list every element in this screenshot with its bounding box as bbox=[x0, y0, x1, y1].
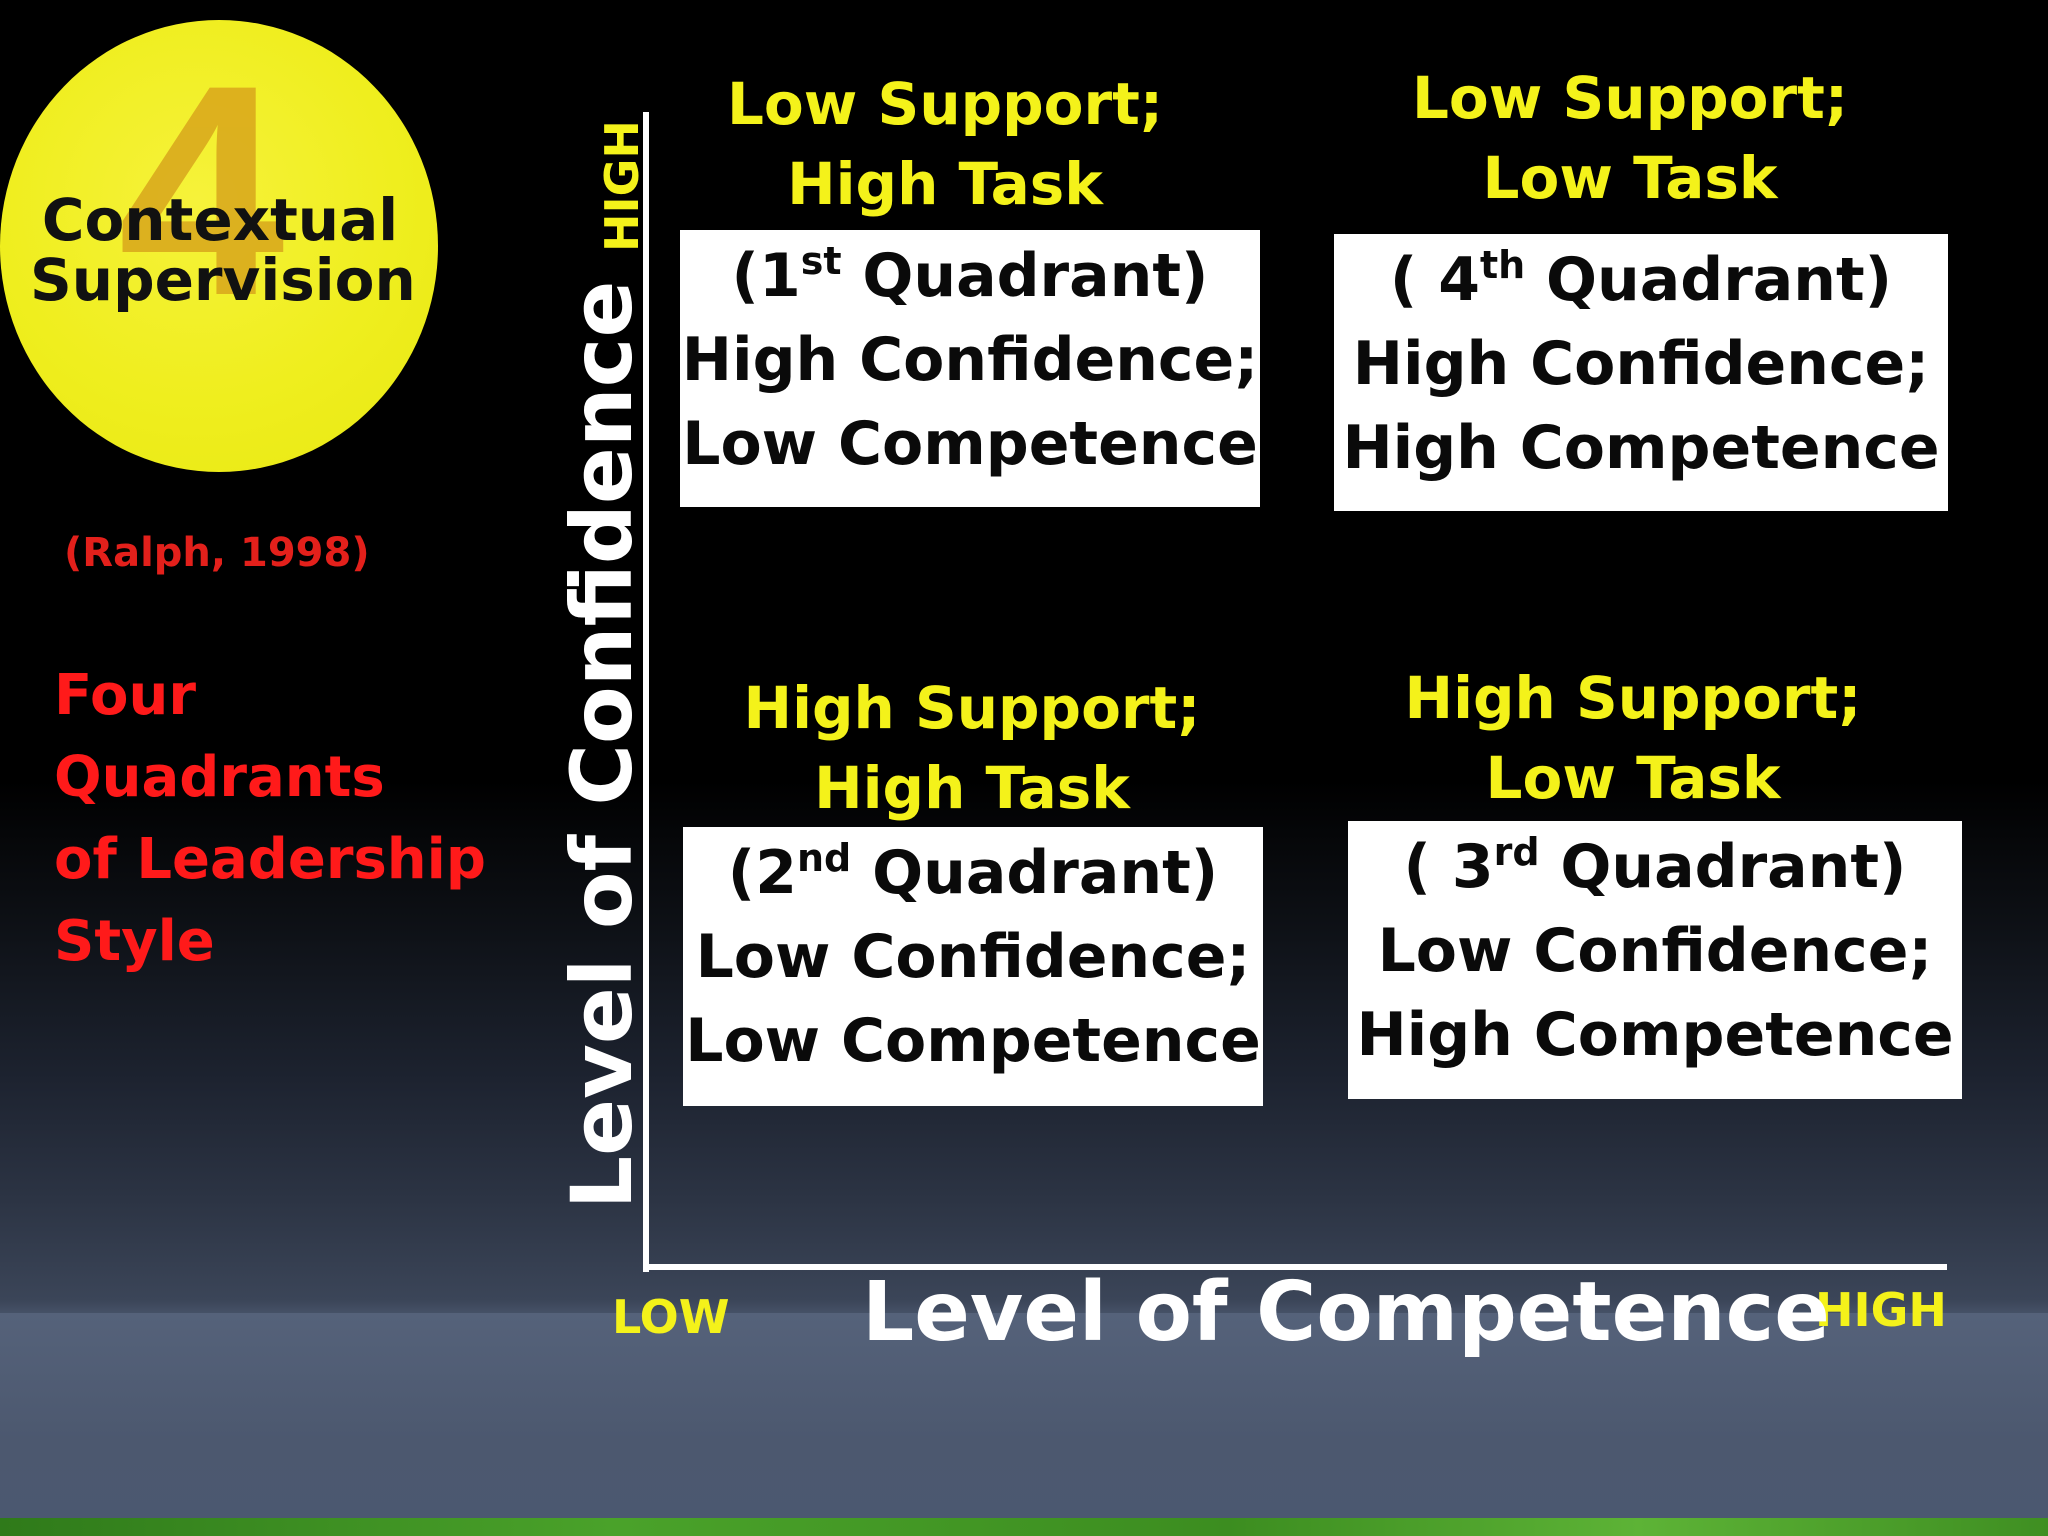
quadrant-2-number: 2 bbox=[755, 838, 797, 908]
x-axis-low-label: LOW bbox=[612, 1290, 730, 1344]
y-axis-line bbox=[643, 112, 649, 1272]
quadrant-2-header: High Support; High Task bbox=[692, 668, 1252, 828]
quadrant-4-open-paren: ( bbox=[1389, 245, 1439, 315]
horizon-band bbox=[0, 1313, 2048, 1525]
side-title: Four Quadrants of Leadership Style bbox=[54, 655, 534, 983]
quadrant-1-ordinal: st bbox=[800, 239, 842, 283]
citation: (Ralph, 1998) bbox=[64, 530, 370, 576]
quadrant-1-box: (1st Quadrant) High Confidence; Low Comp… bbox=[680, 230, 1260, 507]
badge-title-line1: Contextual bbox=[41, 186, 399, 254]
quadrant-1-open-paren: ( bbox=[731, 241, 759, 311]
quadrant-4-header-line1: Low Support; bbox=[1411, 64, 1849, 132]
quadrant-2-open-paren: ( bbox=[727, 838, 756, 908]
quadrant-4-line3: High Competence bbox=[1342, 413, 1940, 483]
quadrant-1-line2: High Confidence; bbox=[681, 325, 1259, 395]
badge-title: Contextual Supervision bbox=[30, 186, 416, 314]
quadrant-3-open-paren: ( bbox=[1403, 832, 1452, 902]
quadrant-2-line3: Low Competence bbox=[685, 1006, 1261, 1076]
quadrant-3-ordinal: rd bbox=[1493, 830, 1540, 874]
quadrant-3-number: 3 bbox=[1451, 832, 1494, 902]
side-title-line2: of Leadership bbox=[54, 827, 486, 892]
quadrant-3-box: ( 3rd Quadrant) Low Confidence; High Com… bbox=[1348, 821, 1962, 1099]
quadrant-1-title: (1st Quadrant) bbox=[680, 234, 1260, 318]
quadrant-3-line2: Low Confidence; bbox=[1377, 916, 1933, 986]
quadrant-1-line3: Low Competence bbox=[682, 409, 1258, 479]
quadrant-2-ordinal: nd bbox=[796, 836, 852, 880]
quadrant-2-line2: Low Confidence; bbox=[695, 922, 1251, 992]
x-axis-high-label: HIGH bbox=[1815, 1283, 1947, 1337]
quadrant-2-header-line2: High Task bbox=[814, 754, 1130, 822]
quadrant-2-box: (2nd Quadrant) Low Confidence; Low Compe… bbox=[683, 827, 1263, 1106]
quadrant-1-header-line2: High Task bbox=[787, 150, 1103, 218]
quadrant-1-header-line1: Low Support; bbox=[726, 70, 1164, 138]
x-axis-line bbox=[643, 1264, 1947, 1270]
quadrant-3-label: Quadrant) bbox=[1539, 832, 1907, 902]
quadrant-3-header-line2: Low Task bbox=[1485, 744, 1781, 812]
quadrant-4-header: Low Support; Low Task bbox=[1350, 58, 1910, 218]
quadrant-4-label: Quadrant) bbox=[1525, 245, 1893, 315]
quadrant-3-title: ( 3rd Quadrant) bbox=[1348, 825, 1962, 909]
quadrant-4-line2: High Confidence; bbox=[1352, 329, 1930, 399]
quadrant-4-ordinal: th bbox=[1479, 243, 1526, 287]
quadrant-2-header-line1: High Support; bbox=[743, 674, 1201, 742]
quadrant-3-header: High Support; Low Task bbox=[1353, 658, 1913, 818]
badge-numeral: 4 bbox=[118, 22, 285, 358]
quadrant-1-header: Low Support; High Task bbox=[665, 64, 1225, 224]
quadrant-4-header-line2: Low Task bbox=[1482, 144, 1778, 212]
y-axis-high-label: HIGH bbox=[595, 120, 649, 252]
y-axis-title: Level of Confidence bbox=[553, 280, 651, 1210]
quadrant-3-header-line1: High Support; bbox=[1404, 664, 1862, 732]
badge-title-line2: Supervision bbox=[30, 246, 416, 314]
quadrant-4-box: ( 4th Quadrant) High Confidence; High Co… bbox=[1334, 234, 1948, 511]
side-title-line1: Four Quadrants bbox=[54, 663, 385, 810]
quadrant-4-number: 4 bbox=[1438, 245, 1480, 315]
grass-strip bbox=[0, 1518, 2048, 1536]
quadrant-1-label: Quadrant) bbox=[841, 241, 1209, 311]
quadrant-2-label: Quadrant) bbox=[851, 838, 1219, 908]
x-axis-title: Level of Competence bbox=[862, 1265, 1830, 1360]
quadrant-3-line3: High Competence bbox=[1356, 1000, 1954, 1070]
quadrant-2-title: (2nd Quadrant) bbox=[683, 831, 1263, 915]
quadrant-4-title: ( 4th Quadrant) bbox=[1334, 238, 1948, 322]
quadrant-1-number: 1 bbox=[758, 241, 801, 311]
topic-badge: 4 Contextual Supervision bbox=[0, 20, 438, 472]
side-title-line3: Style bbox=[54, 909, 215, 974]
